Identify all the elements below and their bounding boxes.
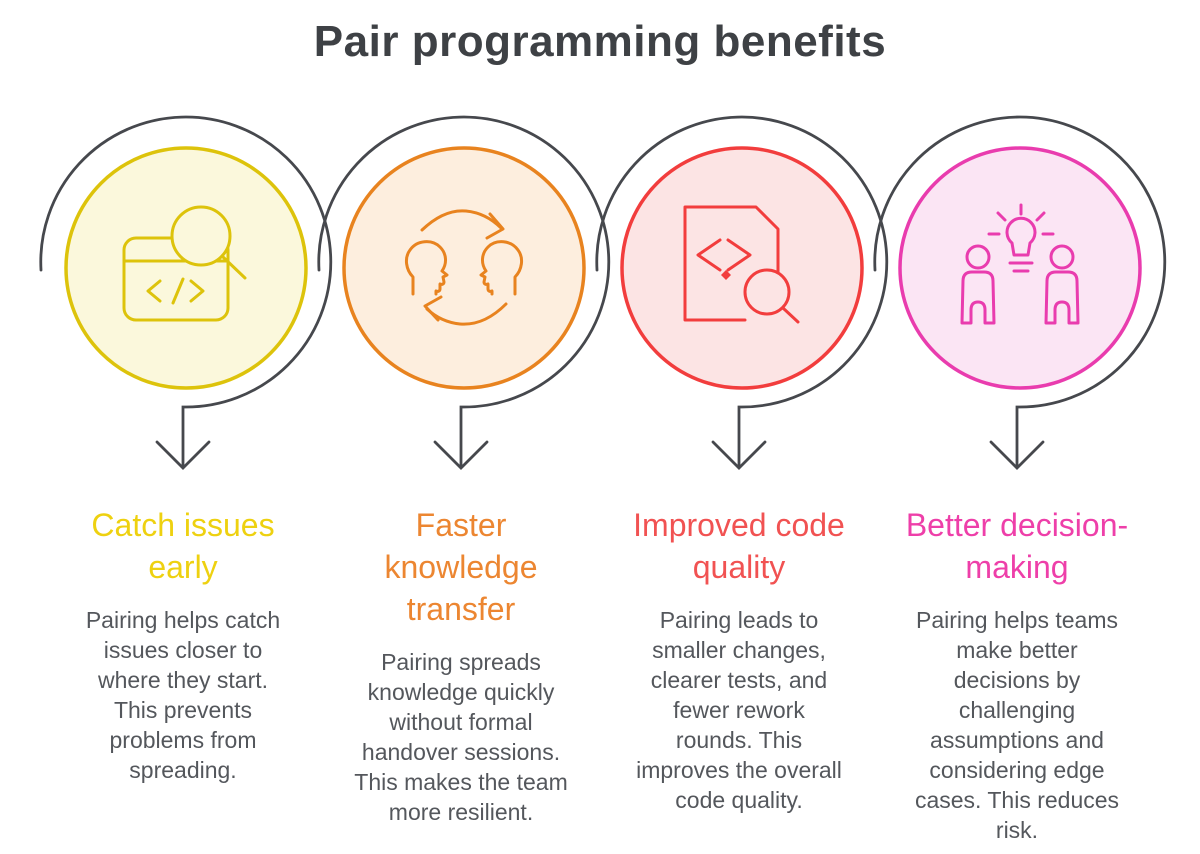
benefit-node-2 — [317, 115, 611, 470]
person-body — [1044, 270, 1080, 325]
benefit-heading: Faster knowledge transfer — [384, 507, 538, 627]
benefit-circle — [342, 146, 586, 390]
magnifier-lens — [743, 268, 791, 316]
code-bracket-right — [189, 279, 205, 303]
knowledge-transfer-icon — [404, 209, 524, 326]
person-head — [1049, 244, 1075, 270]
page-title: Pair programming benefits — [313, 17, 887, 66]
benefit-node-1 — [39, 115, 333, 470]
benefit-circle — [898, 146, 1142, 390]
benefit-heading: Catch issues early — [91, 507, 275, 585]
ray-upper-left — [996, 211, 1007, 222]
magnifier-lens — [170, 205, 232, 267]
connector-loop — [39, 115, 333, 469]
code-bracket-left — [696, 238, 722, 272]
code-window-magnifier-icon — [122, 205, 247, 322]
cycle-arrow-bottom-head — [423, 295, 443, 322]
person-right — [1044, 244, 1080, 325]
head-right — [479, 240, 524, 296]
benefit-node-3 — [595, 115, 889, 470]
code-slash — [171, 277, 185, 305]
person-left — [960, 244, 996, 325]
benefit-columns: Catch issues early Pairing helps catch i… — [0, 504, 1200, 845]
connector-loop — [317, 115, 611, 469]
benefit-column-4: Better decision- making Pairing helps te… — [878, 504, 1156, 845]
head-left — [404, 240, 449, 296]
code-bracket-left — [146, 279, 162, 303]
person-body — [960, 270, 996, 325]
down-arrow-icon — [433, 440, 489, 470]
cycle-arrow-top — [420, 209, 503, 232]
code-dot — [721, 270, 731, 280]
benefit-column-1: Catch issues early Pairing helps catch i… — [44, 504, 322, 845]
down-arrow-icon — [711, 440, 767, 470]
magnifier-handle — [220, 254, 247, 280]
benefit-circle — [64, 146, 308, 390]
team-idea-icon — [960, 203, 1080, 325]
cycle-arrow-top-head — [485, 212, 505, 240]
magnifier-handle — [781, 306, 800, 324]
benefit-column-3: Improved code quality Pairing leads to s… — [600, 504, 878, 845]
ray-upper-right — [1035, 211, 1046, 222]
benefit-circle — [620, 146, 864, 390]
benefit-heading: Better decision- making — [905, 507, 1129, 585]
benefit-description: Pairing spreads knowledge quickly withou… — [354, 649, 568, 825]
bulb — [1005, 216, 1037, 257]
benefit-heading: Improved code quality — [633, 507, 845, 585]
lightbulb-icon — [987, 203, 1055, 273]
down-arrow-icon — [989, 440, 1045, 470]
document-outline — [683, 205, 780, 322]
benefit-description: Pairing helps teams make better decision… — [914, 607, 1120, 843]
benefit-node-4 — [873, 115, 1167, 470]
benefit-column-2: Faster knowledge transfer Pairing spread… — [322, 504, 600, 845]
benefit-description: Pairing leads to smaller changes, cleare… — [636, 607, 842, 813]
code-document-magnifier-icon — [683, 205, 800, 324]
person-head — [965, 244, 991, 270]
benefit-description: Pairing helps catch issues closer to whe… — [85, 607, 281, 783]
benefits-graphic — [39, 115, 1167, 470]
connector-loop — [595, 115, 889, 469]
connector-loop — [873, 115, 1167, 469]
down-arrow-icon — [155, 440, 211, 470]
code-bracket-right — [726, 238, 752, 272]
